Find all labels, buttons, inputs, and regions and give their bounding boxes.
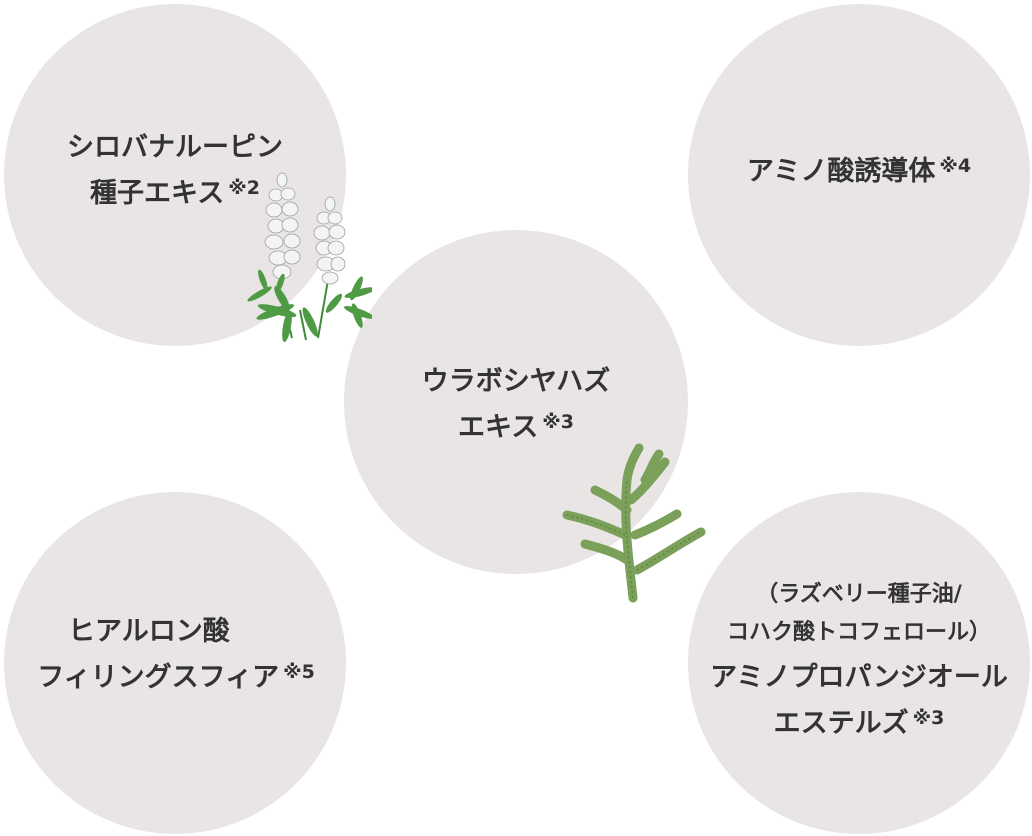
ingredient-line: 種子エキス※2 bbox=[44, 168, 306, 214]
ingredient-line: （ラズベリー種子油/ bbox=[756, 582, 962, 607]
ingredient-line-text: エキス bbox=[458, 412, 539, 443]
ingredient-line: アミノプロパンジオール bbox=[710, 662, 1008, 693]
ingredient-circle-hyaluronic bbox=[4, 492, 346, 834]
ingredient-circle-urabosi bbox=[344, 230, 688, 574]
ingredient-line: コハク酸トコフェロール） bbox=[726, 620, 991, 645]
fern-frond-icon bbox=[562, 443, 706, 603]
ingredient-line: アミノ酸誘導体※4 bbox=[718, 146, 1000, 192]
ingredient-circle-amino-acid bbox=[688, 4, 1030, 346]
ingredient-circle-lupin bbox=[4, 4, 346, 346]
ingredient-line: シロバナルーピン bbox=[67, 132, 283, 163]
ingredient-line-text: 種子エキス bbox=[90, 178, 225, 209]
ingredient-label-lupin: シロバナルーピン 種子エキス※2 bbox=[44, 128, 306, 214]
footnote-mark: ※3 bbox=[912, 707, 945, 729]
ingredient-line: エステルズ※3 bbox=[698, 698, 1020, 744]
ingredient-line-text: フィリングスフィア bbox=[37, 662, 280, 693]
ingredient-circle-aminopropanediol bbox=[688, 492, 1030, 834]
footnote-mark: ※5 bbox=[283, 661, 315, 683]
ingredient-line-text: エステルズ bbox=[773, 708, 909, 739]
ingredient-label-urabosi: ウラボシヤハズ エキス※3 bbox=[380, 362, 652, 448]
ingredient-label-amino-acid: アミノ酸誘導体※4 bbox=[718, 146, 1000, 192]
ingredient-line: ウラボシヤハズ bbox=[421, 366, 611, 397]
ingredient-label-hyaluronic: ヒアルロン酸 フィリングスフィア※5 bbox=[24, 612, 328, 698]
footnote-mark: ※2 bbox=[228, 177, 260, 199]
ingredient-line-text: アミノ酸誘導体 bbox=[746, 156, 936, 187]
ingredient-label-aminopropanediol: （ラズベリー種子油/ コハク酸トコフェロール） アミノプロパンジオール エステル… bbox=[698, 576, 1020, 744]
ingredient-line: ヒアルロン酸 bbox=[68, 616, 230, 647]
ingredient-line: エキス※3 bbox=[380, 402, 652, 448]
footnote-mark: ※3 bbox=[542, 411, 574, 433]
lupin-flower-icon bbox=[247, 172, 372, 343]
footnote-mark: ※4 bbox=[939, 155, 972, 177]
ingredient-line: フィリングスフィア※5 bbox=[24, 652, 328, 698]
